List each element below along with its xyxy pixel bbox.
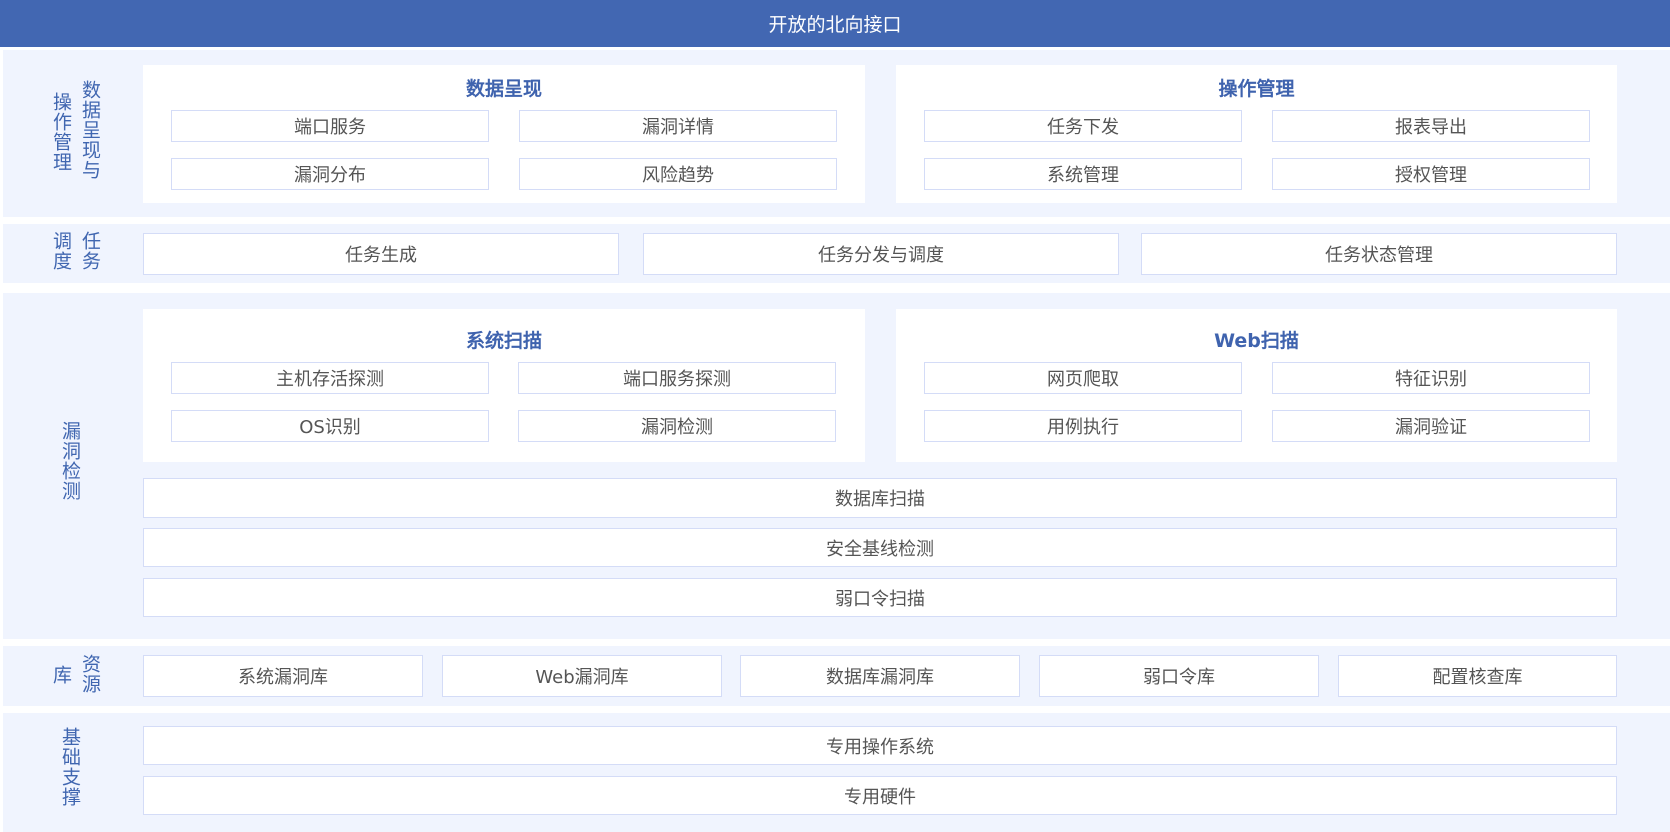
panel-title: Web扫描 (1214, 330, 1299, 352)
module-box: 授权管理 (1272, 158, 1590, 190)
layer-label: 任务 (79, 231, 101, 271)
module-box: 报表导出 (1272, 110, 1590, 142)
module-box: 任务下发 (924, 110, 1242, 142)
module-box: 配置核查库 (1338, 655, 1617, 697)
module-box: 任务分发与调度 (643, 233, 1119, 275)
layer-label: 漏洞检测 (59, 421, 81, 501)
layer-label: 操作管理 (50, 92, 72, 172)
panel-data-presentation: 数据呈现 端口服务 漏洞详情 漏洞分布 风险趋势 (143, 65, 865, 203)
module-box: 任务生成 (143, 233, 619, 275)
module-box: 弱口令扫描 (143, 578, 1617, 617)
module-box: 安全基线检测 (143, 528, 1617, 567)
panel-title: 系统扫描 (465, 330, 542, 352)
module-box: 漏洞分布 (171, 158, 489, 190)
panel-system-scan: 系统扫描 主机存活探测 端口服务探测 OS识别 漏洞检测 (143, 309, 865, 462)
module-box: 系统管理 (924, 158, 1242, 190)
layer-label: 调度 (50, 231, 72, 271)
layer-label: 资源 (79, 654, 101, 694)
module-box: 端口服务探测 (518, 362, 836, 394)
module-box: 数据库扫描 (143, 478, 1617, 518)
module-box: 特征识别 (1272, 362, 1590, 394)
module-box: 风险趋势 (519, 158, 837, 190)
module-box: 主机存活探测 (171, 362, 489, 394)
module-box: 弱口令库 (1039, 655, 1319, 697)
panel-title: 数据呈现 (465, 78, 542, 100)
layer-label: 库 (50, 665, 72, 685)
module-box: 专用硬件 (143, 776, 1617, 815)
layer-label: 基础支撑 (59, 727, 81, 807)
module-box: 漏洞详情 (519, 110, 837, 142)
module-box: Web漏洞库 (442, 655, 722, 697)
module-box: 系统漏洞库 (143, 655, 423, 697)
module-box: OS识别 (171, 410, 489, 442)
module-box: 网页爬取 (924, 362, 1242, 394)
module-box: 专用操作系统 (143, 726, 1617, 765)
northbound-interface-header: 开放的北向接口 (0, 0, 1670, 47)
module-box: 漏洞检测 (518, 410, 836, 442)
layer-label: 数据呈现与 (79, 80, 101, 180)
module-box: 任务状态管理 (1141, 233, 1617, 275)
module-box: 漏洞验证 (1272, 410, 1590, 442)
module-box: 端口服务 (171, 110, 489, 142)
module-box: 用例执行 (924, 410, 1242, 442)
panel-title: 操作管理 (1218, 78, 1295, 100)
module-box: 数据库漏洞库 (740, 655, 1020, 697)
panel-operation-management: 操作管理 任务下发 报表导出 系统管理 授权管理 (896, 65, 1617, 203)
panel-web-scan: Web扫描 网页爬取 特征识别 用例执行 漏洞验证 (896, 309, 1617, 462)
